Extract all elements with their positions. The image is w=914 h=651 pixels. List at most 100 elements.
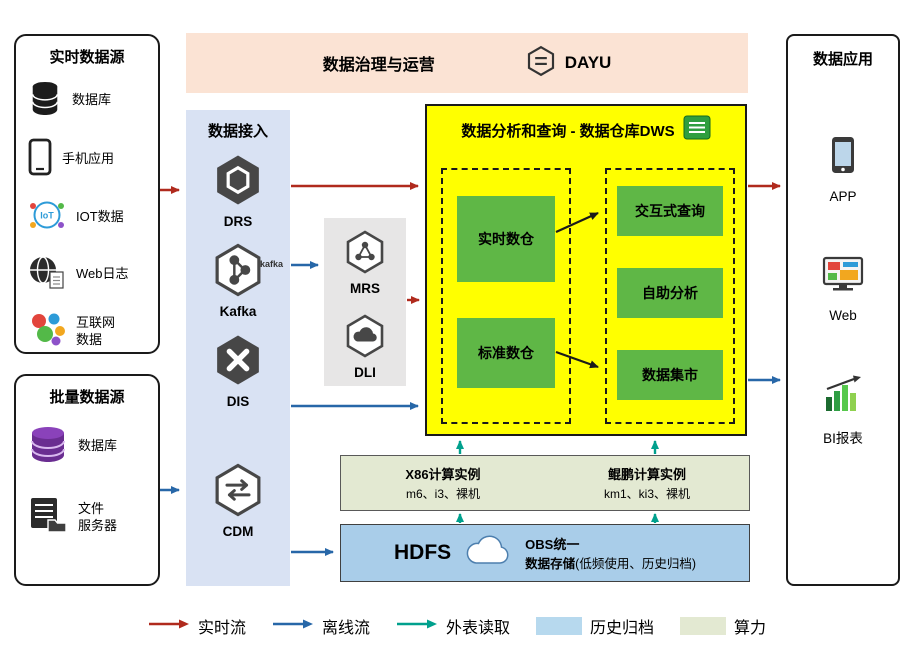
service-name: DRS [223, 214, 253, 229]
obs-line1: OBS统一 [525, 537, 580, 552]
app-item-label: Web [829, 308, 857, 323]
app-item-bi-report: BI报表 [822, 375, 864, 447]
phone-icon [28, 138, 52, 181]
dws-warehouse-group: 实时数仓 标准数仓 [441, 168, 571, 424]
legend-label: 历史归档 [590, 620, 655, 637]
apps-panel: 数据应用 APP [786, 34, 900, 586]
dws-panel: 数据分析和查询 - 数据仓库DWS 实时数仓 标准数仓 交互式查询 自助分析 数… [425, 104, 747, 436]
service-mrs: MRS [343, 230, 387, 296]
governance-banner: 数据治理与运营 DAYU [186, 33, 748, 93]
governance-title: 数据治理与运营 [322, 57, 435, 74]
source-item-weblog: Web日志 [28, 254, 152, 295]
module-data-mart: 数据集市 [617, 350, 723, 400]
realtime-sources-panel: 实时数据源 数据库 [14, 34, 160, 354]
service-cdm: CDM [211, 463, 265, 539]
bi-chart-icon [822, 375, 864, 418]
app-item-app: APP [829, 135, 857, 204]
service-drs: DRS [211, 153, 265, 229]
dayu-logo-text: DAYU [564, 53, 612, 72]
service-dis: DIS [211, 333, 265, 409]
dws-report-icon [683, 115, 711, 145]
dayu-logo: DAYU [525, 45, 612, 82]
source-item-file-server: 文件 服务器 [28, 496, 152, 539]
source-item-label: 文件 服务器 [78, 500, 118, 533]
legend-label: 外表读取 [445, 620, 510, 637]
source-item-iot: IoT IOT数据 [28, 197, 152, 238]
legend-label: 离线流 [321, 620, 370, 637]
compute-x86-subtitle: m6、i3、裸机 [405, 487, 480, 501]
web-monitor-icon [822, 256, 864, 299]
service-name: Kafka [219, 304, 257, 319]
obs-line2-bold: 数据存储 [525, 557, 576, 571]
service-dli: DLI [343, 314, 387, 380]
compute-kunpeng-subtitle: km1、ki3、裸机 [603, 487, 690, 501]
legend-label: 算力 [734, 620, 767, 637]
legend: 实时流 离线流 外表读取 历史归档 算力 [0, 614, 914, 638]
legend-compute-power: 算力 [680, 614, 766, 638]
service-kafka: kafka Kafka [211, 243, 283, 319]
batch-sources-list: 数据库 文件 服务器 [16, 407, 158, 545]
cdm-icon [211, 463, 265, 522]
ingestion-title: 数据接入 [207, 123, 268, 140]
kafka-wordmark: kafka [259, 259, 283, 269]
file-server-icon [28, 496, 68, 539]
realtime-sources-list: 数据库 手机应用 IoT [16, 67, 158, 358]
drs-icon [211, 153, 265, 212]
source-item-label: 互联网 数据 [76, 314, 116, 347]
archive-swatch [536, 617, 582, 635]
svg-text:IoT: IoT [40, 211, 54, 221]
source-item-label: 数据库 [72, 92, 112, 108]
compute-kunpeng: 鲲鹏计算实例 km1、ki3、裸机 [545, 456, 749, 510]
service-name: MRS [350, 281, 380, 296]
dayu-hexagon-icon [525, 45, 557, 82]
storage-panel: HDFS OBS统一 数据存储(低频使用、历史归档) [340, 524, 750, 582]
module-standard-warehouse: 标准数仓 [457, 318, 555, 388]
realtime-sources-title: 实时数据源 [49, 49, 125, 66]
source-item-label: IOT数据 [76, 209, 124, 225]
legend-external-read: 外表读取 [396, 614, 510, 638]
purple-database-icon [28, 425, 68, 468]
mrs-icon [343, 230, 387, 279]
ingestion-panel: 数据接入 DRS [186, 110, 290, 586]
dws-service-group: 交互式查询 自助分析 数据集市 [605, 168, 735, 424]
legend-archive: 历史归档 [536, 614, 654, 638]
apps-title: 数据应用 [812, 51, 873, 68]
kafka-icon [211, 243, 265, 302]
batch-sources-panel: 批量数据源 数据库 [14, 374, 160, 586]
obs-line2-note: (低频使用、历史归档) [575, 557, 696, 571]
dis-icon [211, 333, 265, 392]
dws-header: 数据分析和查询 - 数据仓库DWS [427, 115, 745, 145]
app-phone-icon [830, 135, 856, 180]
service-name: DIS [226, 394, 250, 409]
ingestion-services: DRS kafka Kafka [186, 153, 290, 539]
source-item-internet-data: 互联网 数据 [28, 311, 152, 352]
blue-arrow-icon [272, 617, 314, 635]
compute-x86-title: X86计算实例 [405, 467, 481, 482]
compute-x86: X86计算实例 m6、i3、裸机 [341, 456, 545, 510]
app-item-web: Web [822, 256, 864, 323]
legend-label: 实时流 [197, 620, 246, 637]
batch-sources-title: 批量数据源 [49, 389, 125, 406]
processing-panel: MRS DLI [324, 218, 406, 386]
module-realtime-warehouse: 实时数仓 [457, 196, 555, 282]
module-self-service-analysis: 自助分析 [617, 268, 723, 318]
service-name: DLI [354, 365, 376, 380]
app-item-label: BI报表 [823, 431, 863, 446]
source-item-batch-database: 数据库 [28, 425, 152, 468]
dli-icon [343, 314, 387, 363]
module-interactive-query: 交互式查询 [617, 186, 723, 236]
source-item-mobile-app: 手机应用 [28, 138, 152, 181]
apps-list: APP Web [788, 135, 898, 447]
compute-swatch [680, 617, 727, 635]
source-item-label: 手机应用 [62, 151, 115, 167]
compute-panel: X86计算实例 m6、i3、裸机 鲲鹏计算实例 km1、ki3、裸机 [340, 455, 750, 511]
service-name: CDM [222, 524, 254, 539]
database-icon [28, 79, 62, 122]
red-arrow-icon [148, 617, 190, 635]
app-item-label: APP [829, 189, 857, 204]
internet-data-icon [28, 311, 66, 352]
obs-label-block: OBS统一 数据存储(低频使用、历史归档) [525, 534, 696, 572]
teal-arrow-icon [396, 617, 438, 635]
source-item-label: Web日志 [76, 266, 129, 282]
